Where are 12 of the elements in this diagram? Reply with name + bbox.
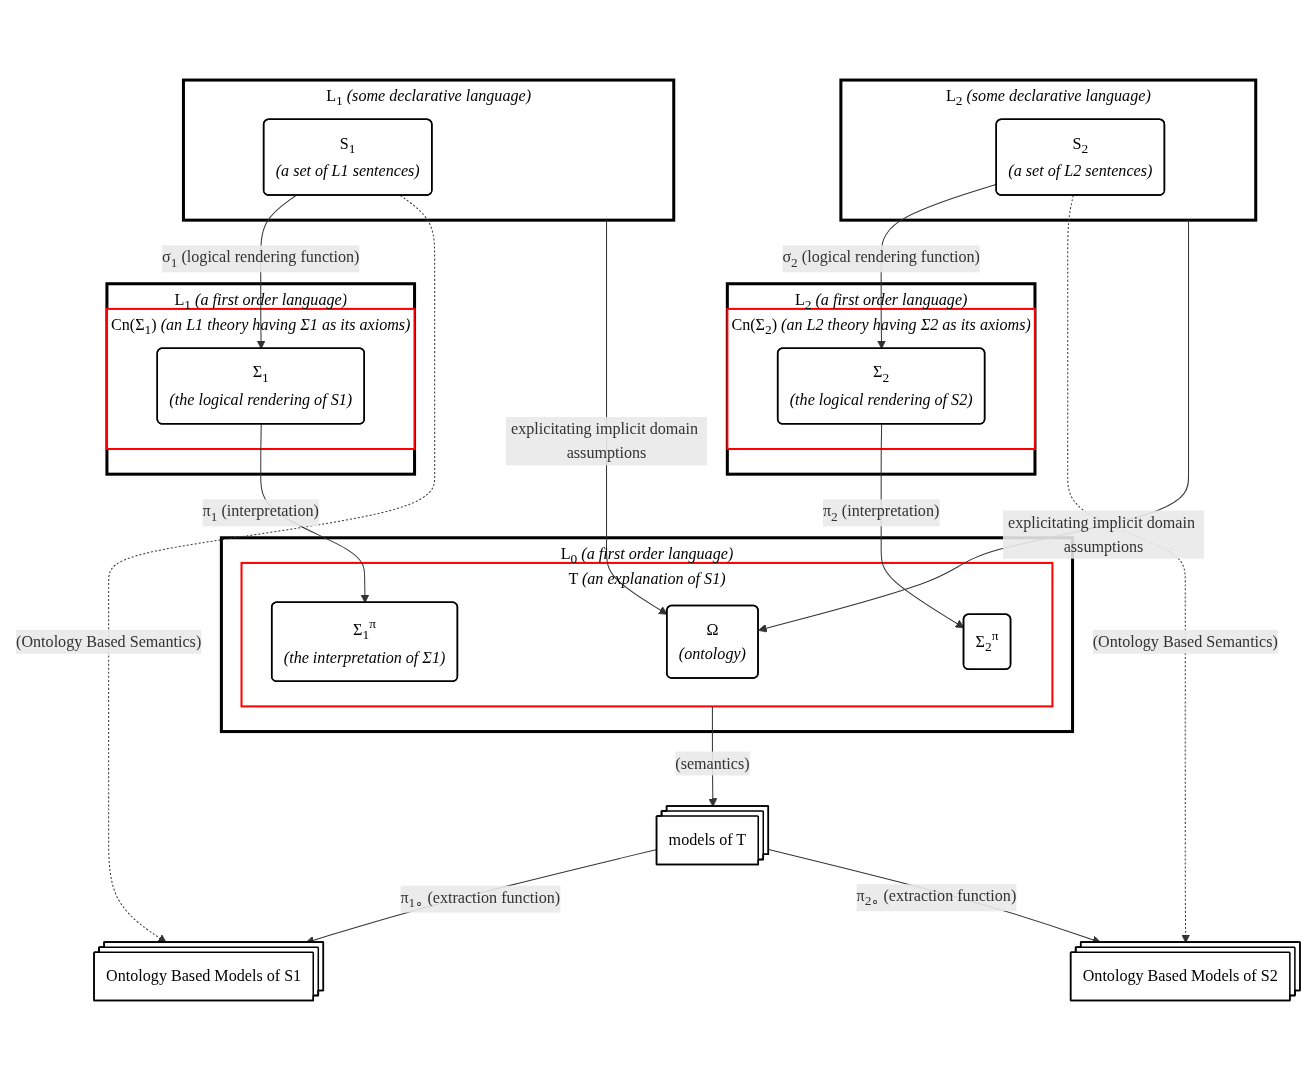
edge-label: explicitating implicit domain assumptions [510,419,698,462]
arrow [880,423,964,628]
edge-label: π$_{1∘}$ (extraction function) [399,888,560,910]
edge-label: π$_{2}$ (interpretation) [822,502,939,524]
edge-label: π$_{2∘}$ (extraction function) [856,886,1016,909]
edge-label: (Ontology Based Semantics) [15,632,201,650]
edge-label: (semantics) [674,754,750,772]
arrow [757,219,1189,633]
edge-label: σ$_{2}$ (logical rendering function) [781,248,980,270]
edge-label: π$_{1}$ (interpretation) [202,502,319,524]
edge-label: (Ontology Based Semantics) [1092,632,1278,650]
edge-label: σ$_{1}$ (logical rendering function) [161,248,359,270]
